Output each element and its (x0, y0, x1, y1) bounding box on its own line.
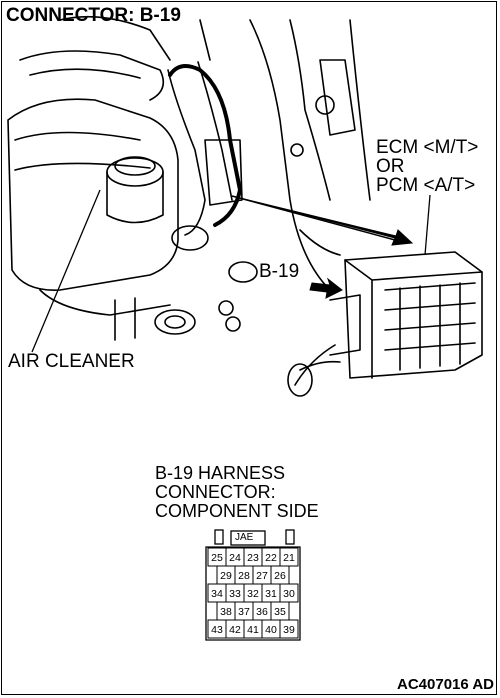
connector-callout-label: B-19 (259, 261, 300, 282)
pin-number: 24 (229, 552, 241, 564)
air-cleaner-label: AIR CLEANER (8, 351, 135, 372)
pin-number: 33 (229, 588, 241, 600)
pin-cell (279, 619, 299, 639)
pin-number: 37 (238, 606, 250, 618)
pin-number: 25 (211, 552, 223, 564)
connector-face (205, 529, 301, 641)
pin-number: 26 (274, 570, 286, 582)
b19-arrow (309, 277, 343, 299)
ecm-label-line2: OR (376, 156, 405, 177)
ecm-label-line1: ECM <M/T> (376, 137, 479, 158)
pin-number: 23 (247, 552, 259, 564)
pin-number: 31 (265, 588, 277, 600)
pin-number: 42 (229, 624, 241, 636)
pin-number: 36 (256, 606, 268, 618)
pin-number: 35 (274, 606, 286, 618)
harness-title-line2: CONNECTOR: (155, 482, 276, 502)
pin-number: 38 (220, 606, 232, 618)
harness-title-line3: COMPONENT SIDE (155, 501, 319, 521)
pin-number: 43 (211, 624, 223, 636)
air-cleaner-body (7, 98, 179, 291)
pin-number: 34 (211, 588, 223, 600)
pin-number: 29 (220, 570, 232, 582)
pin-number: 32 (247, 588, 259, 600)
connector-maker-label: JAE (235, 532, 254, 543)
pin-number: 28 (238, 570, 250, 582)
pin-number: 41 (247, 624, 259, 636)
harness-title-line1: B-19 HARNESS (155, 463, 286, 483)
page-title: CONNECTOR: B-19 (6, 5, 181, 26)
ecm-module-outline (344, 251, 483, 379)
pin-number: 27 (256, 570, 268, 582)
pin-number: 30 (283, 588, 295, 600)
ecm-arrow (231, 195, 414, 246)
ecm-label-line3: PCM <A/T> (376, 175, 476, 196)
pin-number: 22 (265, 552, 277, 564)
pin-number: 21 (283, 552, 295, 564)
pin-number: 40 (265, 624, 277, 636)
figure-code: AC407016 AD (397, 676, 494, 693)
pin-number: 39 (283, 624, 295, 636)
